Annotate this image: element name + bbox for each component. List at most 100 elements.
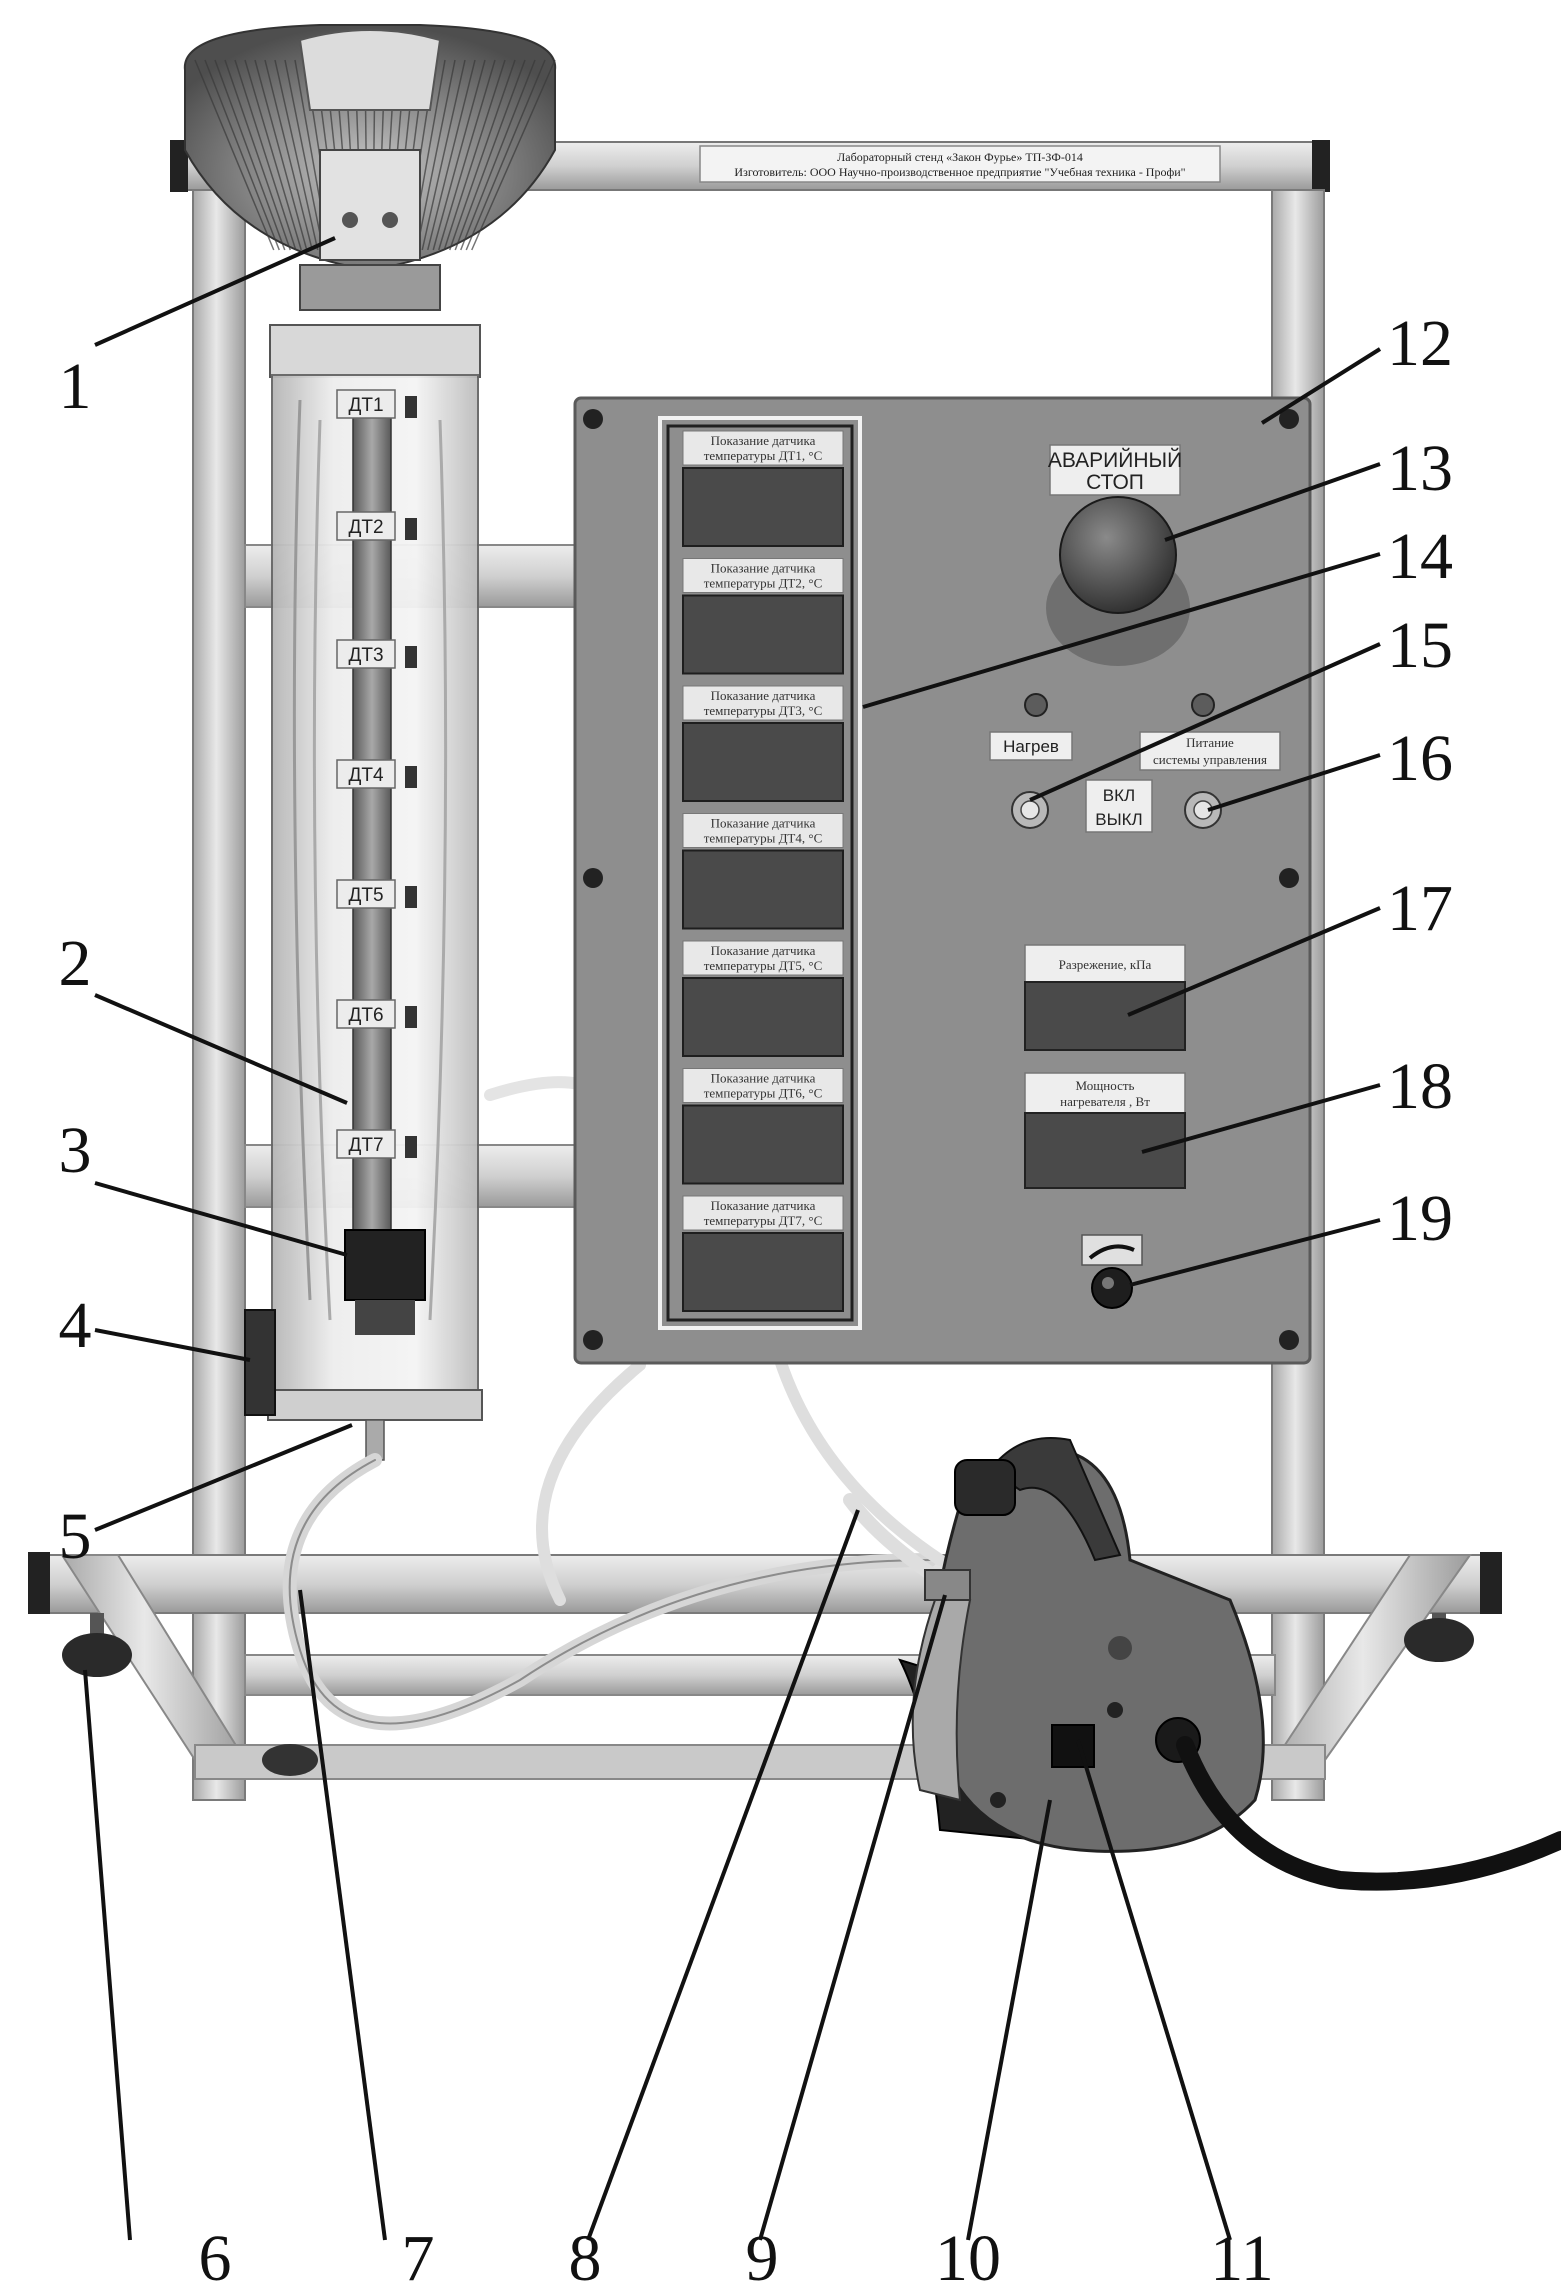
vacuum-pump xyxy=(898,1437,1561,1891)
display-label-plate xyxy=(682,685,844,721)
estop-label-line1: АВАРИЙНЫЙ xyxy=(1048,448,1182,472)
sensor-tag xyxy=(336,999,396,1029)
callout-18: 18 xyxy=(1387,1050,1453,1123)
display-label-line: температуры ДТ1, °С xyxy=(704,448,823,463)
callout-8: 8 xyxy=(569,2222,602,2282)
switch-on-label: ВКЛ xyxy=(1103,786,1135,805)
sensor-clip xyxy=(405,396,417,418)
callout-14: 14 xyxy=(1387,520,1453,593)
display-label-line: температуры ДТ6, °С xyxy=(704,1086,823,1101)
display-label-line: Показание датчика xyxy=(711,688,816,703)
heat-toggle-switch[interactable] xyxy=(1011,791,1049,829)
power-toggle-switch[interactable] xyxy=(1184,791,1222,829)
temperature-display-screen xyxy=(682,977,844,1057)
power-switch-label: Питание системы управления xyxy=(1139,731,1281,771)
radiator-fin xyxy=(194,59,275,251)
temperature-display-screen xyxy=(682,1104,844,1185)
heat-switch-label: Нагрев xyxy=(989,731,1073,761)
radiator-fin xyxy=(264,59,313,251)
sensor-tag-label: ДТ4 xyxy=(348,765,383,786)
display-label-line: температуры ДТ3, °С xyxy=(704,703,823,718)
callout-4: 4 xyxy=(59,1289,92,1362)
callout-13: 13 xyxy=(1387,432,1453,505)
sensor-clip xyxy=(405,766,417,788)
radiator-fin xyxy=(427,59,476,251)
callout-5: 5 xyxy=(59,1500,92,1573)
sensor-tag xyxy=(336,511,396,541)
temperature-display-screen xyxy=(682,849,844,930)
callout-leaders xyxy=(83,236,1382,2241)
sensor-clip xyxy=(405,518,417,540)
power-indicator-lamp xyxy=(1191,693,1215,717)
nameplate-line1: Лабораторный стенд «Закон Фурье» ТП-ЗФ-0… xyxy=(837,150,1083,164)
sensor-tag-label: ДТ5 xyxy=(348,885,383,906)
display-label-plate xyxy=(682,1068,844,1103)
callout-17: 17 xyxy=(1387,872,1453,945)
display-label-line: Показание датчика xyxy=(711,433,816,448)
heater-label-line1: Мощность xyxy=(1076,1078,1135,1093)
sensor-tag-label: ДТ6 xyxy=(348,1005,383,1026)
pump-switch[interactable] xyxy=(1051,1724,1095,1768)
callout-7: 7 xyxy=(402,2222,435,2282)
vacuum-hoses xyxy=(282,1076,947,1731)
sensor-clip xyxy=(405,886,417,908)
sensor-clip xyxy=(405,1006,417,1028)
emergency-stop[interactable]: АВАРИЙНЫЙ СТОП xyxy=(1046,444,1190,666)
display-label-plate xyxy=(682,940,844,976)
display-label-line: Показание датчика xyxy=(711,1071,816,1086)
radiator-fin xyxy=(465,59,546,251)
temperature-display-screen xyxy=(682,594,844,675)
sensor-clip xyxy=(405,646,417,668)
radiator-fin xyxy=(438,59,496,251)
display-label-line: Показание датчика xyxy=(711,816,816,831)
sensor-tag xyxy=(336,639,396,669)
sensor-tag xyxy=(336,879,396,909)
sensor-tag-label: ДТ3 xyxy=(348,645,383,666)
callout-numbers: 1 2 3 4 5 6 7 8 9 10 11 12 13 14 15 16 1… xyxy=(59,307,1454,2282)
radiator-fin xyxy=(449,59,516,251)
power-regulator-knob[interactable] xyxy=(1081,1234,1143,1309)
temperature-display-screen xyxy=(682,722,844,802)
sensor-tag xyxy=(336,759,396,789)
sensor-clip xyxy=(405,1136,417,1158)
radiator-fin xyxy=(416,59,456,251)
radiator-fin xyxy=(214,59,286,251)
display-label-line: температуры ДТ5, °С xyxy=(704,958,823,973)
sensor-tag-label: ДТ7 xyxy=(348,1135,383,1156)
display-label-plate xyxy=(682,430,844,466)
display-label-plate xyxy=(682,813,844,848)
heater-power-display: Мощность нагревателя , Вт xyxy=(1024,1072,1186,1189)
svg-text:Питание: Питание xyxy=(1186,735,1234,750)
display-label-line: температуры ДТ4, °С xyxy=(704,831,823,846)
display-label-line: Показание датчика xyxy=(711,943,816,958)
sensor-tag xyxy=(336,1129,396,1159)
heat-indicator-lamp xyxy=(1024,693,1048,717)
radiator-fin xyxy=(244,59,302,251)
callout-12: 12 xyxy=(1387,307,1453,380)
callout-9: 9 xyxy=(746,2222,779,2282)
sensor-tag-label: ДТ1 xyxy=(348,395,383,416)
radiator-fin xyxy=(284,59,324,251)
display-label-plate xyxy=(682,558,844,593)
callout-1: 1 xyxy=(59,350,92,423)
temperature-display-screen xyxy=(682,467,844,547)
temperature-display-screen xyxy=(682,1232,844,1312)
display-label-line: Показание датчика xyxy=(711,561,816,576)
display-label-plate xyxy=(682,1195,844,1231)
callout-6: 6 xyxy=(199,2222,232,2282)
callout-15: 15 xyxy=(1387,609,1453,682)
callout-19: 19 xyxy=(1387,1182,1453,1255)
callout-2: 2 xyxy=(59,927,92,1000)
callout-10: 10 xyxy=(935,2222,1001,2282)
estop-label-line2: СТОП xyxy=(1086,471,1144,494)
callout-11: 11 xyxy=(1210,2222,1274,2282)
sensor-tag-label: ДТ2 xyxy=(348,517,383,538)
cooling-radiator xyxy=(183,24,557,311)
on-off-legend: ВКЛ ВЫКЛ xyxy=(1085,779,1153,833)
nameplate: Лабораторный стенд «Закон Фурье» ТП-ЗФ-0… xyxy=(699,145,1221,183)
vacuum-display: Разрежение, кПа xyxy=(1024,944,1186,1051)
